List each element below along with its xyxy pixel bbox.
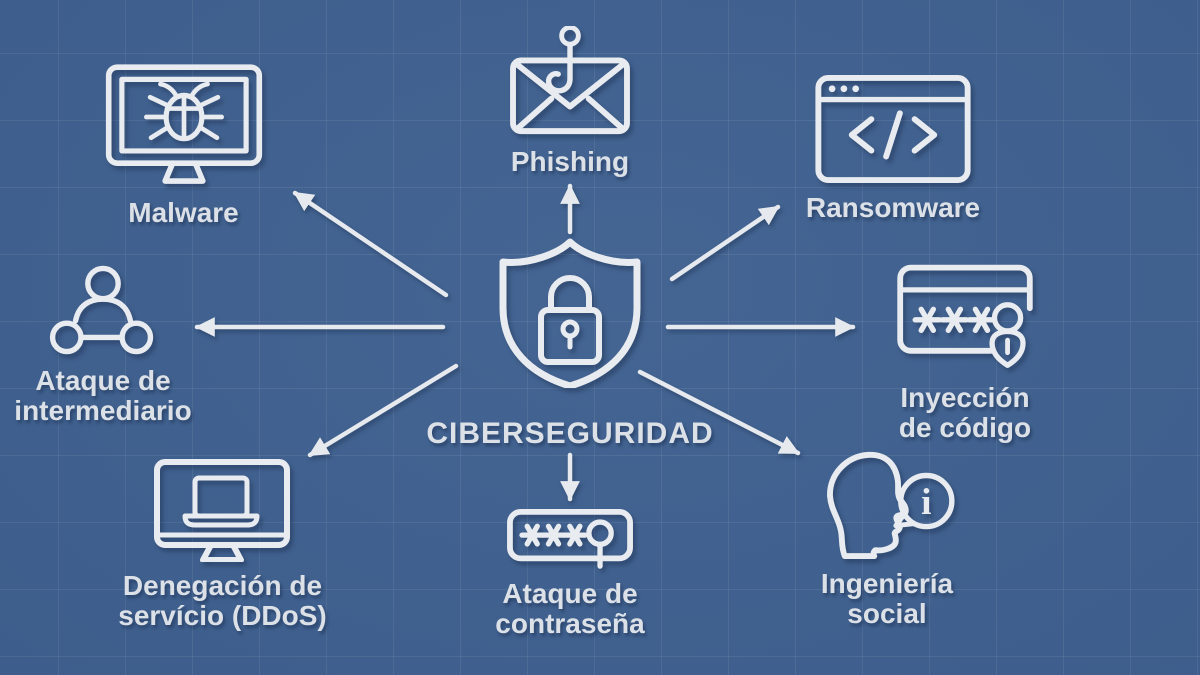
arrow-to-ransomware <box>669 204 781 282</box>
node-label-social-engineering: Ingeniería social <box>820 568 954 630</box>
node-label-phishing: Phishing <box>510 146 630 177</box>
node-label-malware: Malware <box>128 197 239 228</box>
node-label-man-in-the-middle: Ataque de intermediario <box>14 365 192 427</box>
node-label-ransomware: Ransomware <box>805 192 981 223</box>
info-i-glyph: i <box>921 482 931 523</box>
node-label-ddos: Denegación de servício (DDoS) <box>118 570 327 632</box>
monitor-laptop-icon <box>153 459 290 562</box>
node-code-injection: Inyección de código <box>863 256 1067 443</box>
arrow-to-ddos <box>307 363 459 458</box>
arrow-to-social-engineering <box>637 369 801 456</box>
code-window-icon <box>815 74 971 184</box>
node-label-password-attack: Ataque de contraseña <box>495 578 645 640</box>
node-password-attack: Ataque de contraseña <box>468 508 672 639</box>
node-label-code-injection: Inyección de código <box>898 382 1032 444</box>
node-social-engineering: i Ingeniería social <box>785 448 989 629</box>
monitor-bug-icon <box>105 64 262 184</box>
center-title: CIBERSEGURIDAD <box>426 417 714 450</box>
node-phishing: Phishing <box>468 26 672 177</box>
node-malware: Malware <box>56 62 311 228</box>
node-ddos: Denegación de servício (DDoS) <box>95 458 350 631</box>
head-speech-bubble-icon: i <box>827 451 955 560</box>
envelope-hook-icon <box>510 26 630 135</box>
node-ransomware: Ransomware <box>791 74 995 223</box>
person-network-icon <box>49 265 154 355</box>
asterisks <box>519 523 588 547</box>
node-ciberseguridad <box>489 236 651 388</box>
node-man-in-the-middle: Ataque de intermediario <box>3 263 203 426</box>
shield-lock-icon <box>499 238 641 388</box>
password-search-icon <box>507 508 633 569</box>
asterisks <box>912 306 997 334</box>
card-password-alert-icon <box>897 264 1033 368</box>
arrow-to-malware <box>292 190 449 298</box>
